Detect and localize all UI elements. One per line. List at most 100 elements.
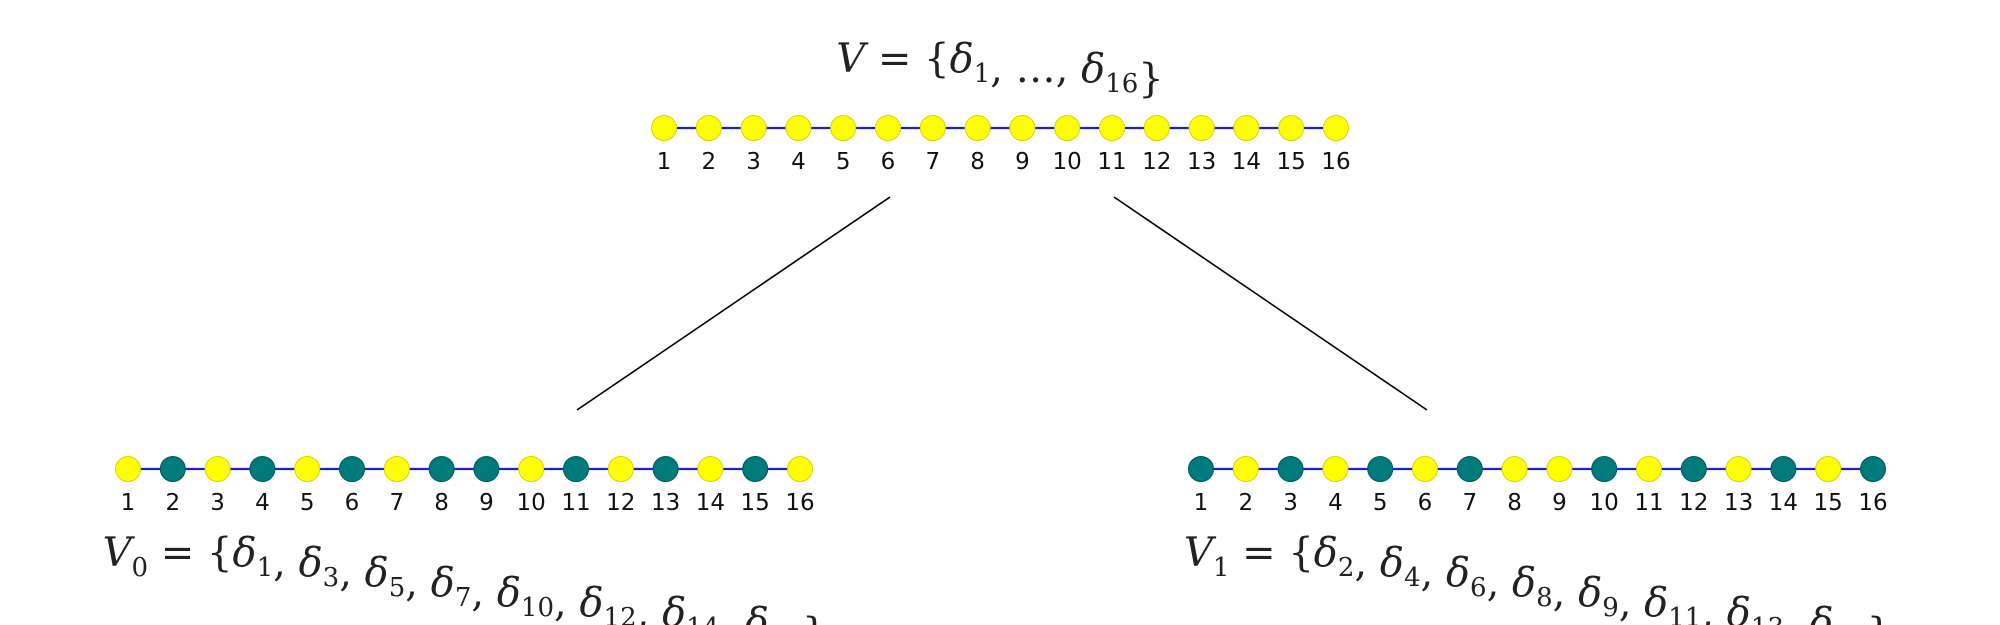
right-node-label-5: 5 (1373, 490, 1388, 516)
left-node-label-16: 16 (785, 490, 814, 516)
right-node-11 (1636, 456, 1662, 482)
root-node-label-11: 11 (1097, 149, 1126, 175)
left-node-14 (697, 456, 724, 482)
root-node-label-16: 16 (1321, 149, 1350, 175)
left-node-8 (428, 456, 455, 482)
root-node-2 (695, 115, 722, 141)
root-node-label-3: 3 (746, 149, 761, 175)
left-node-label-1: 1 (121, 490, 136, 516)
left-node-label-4: 4 (255, 490, 270, 516)
right-node-label-10: 10 (1590, 490, 1619, 516)
left-node-1 (115, 456, 141, 482)
left-node-label-13: 13 (651, 490, 680, 516)
left-node-label-15: 15 (741, 490, 770, 516)
left-node-12 (607, 456, 634, 482)
right-node-9 (1546, 456, 1573, 482)
root-node-label-8: 8 (970, 149, 985, 175)
right-node-14 (1770, 456, 1797, 482)
right-node-label-6: 6 (1418, 490, 1433, 516)
edge-to-left-child (576, 196, 891, 411)
edge-to-right-child (1113, 196, 1428, 411)
tree-edges (576, 196, 1428, 411)
root-node-6 (875, 115, 901, 141)
root-node-15 (1278, 115, 1305, 141)
right-node-4 (1322, 456, 1349, 482)
root-node-label-14: 14 (1232, 149, 1261, 175)
right-node-10 (1591, 456, 1618, 482)
right-node-6 (1412, 456, 1438, 482)
right-node-2 (1232, 456, 1259, 482)
left-node-label-14: 14 (696, 490, 725, 516)
root-node-label-7: 7 (925, 149, 940, 175)
root-node-label-2: 2 (701, 149, 716, 175)
right-node-label-12: 12 (1679, 490, 1708, 516)
left-child-set-formula: V0 = {δ1, δ3, δ5, δ7, δ10, δ12, δ14, δ16… (103, 530, 828, 625)
set-formulas: V = {δ1, …, δ16} V0 = {δ1, δ3, δ5, δ7, δ1… (103, 36, 1892, 625)
root-node-11 (1099, 115, 1125, 141)
right-node-3 (1277, 456, 1304, 482)
left-node-13 (652, 456, 679, 482)
left-node-9 (473, 456, 500, 482)
right-node-16 (1860, 456, 1886, 482)
root-node-label-6: 6 (881, 149, 896, 175)
right-node-label-4: 4 (1328, 490, 1343, 516)
left-node-label-8: 8 (434, 490, 449, 516)
root-node-label-12: 12 (1142, 149, 1171, 175)
left-node-10 (518, 456, 545, 482)
root-node-3 (740, 115, 767, 141)
right-node-7 (1456, 456, 1483, 482)
right-node-12 (1680, 456, 1707, 482)
right-node-13 (1725, 456, 1752, 482)
root-node-16 (1323, 115, 1349, 141)
left-node-label-12: 12 (606, 490, 635, 516)
right-node-label-2: 2 (1238, 490, 1253, 516)
right-node-8 (1501, 456, 1528, 482)
root-node-8 (964, 115, 991, 141)
root-node-7 (919, 115, 946, 141)
left-node-label-3: 3 (210, 490, 225, 516)
root-node-4 (785, 115, 812, 141)
left-node-2 (159, 456, 186, 482)
root-node-9 (1009, 115, 1036, 141)
right-child-set-formula: V1 = {δ2, δ4, δ6, δ8, δ9, δ11, δ13, δ15} (1184, 530, 1892, 625)
left-node-label-10: 10 (517, 490, 546, 516)
left-node-3 (204, 456, 231, 482)
left-node-4 (249, 456, 276, 482)
left-node-label-9: 9 (479, 490, 494, 516)
root-node-10 (1054, 115, 1081, 141)
right-node-label-16: 16 (1858, 490, 1887, 516)
left-node-11 (563, 456, 589, 482)
root-node-12 (1143, 115, 1170, 141)
left-node-label-7: 7 (389, 490, 404, 516)
root-node-label-9: 9 (1015, 149, 1030, 175)
right-node-1 (1188, 456, 1214, 482)
root-set-formula: V = {δ1, …, δ16} (836, 36, 1163, 102)
root-node-label-15: 15 (1277, 149, 1306, 175)
root-node-1 (651, 115, 677, 141)
root-node-label-5: 5 (836, 149, 851, 175)
root-node-label-1: 1 (657, 149, 672, 175)
left-node-15 (742, 456, 769, 482)
left-node-16 (787, 456, 813, 482)
root-node-label-10: 10 (1053, 149, 1082, 175)
right-node-label-13: 13 (1724, 490, 1753, 516)
left-node-5 (294, 456, 321, 482)
root-node-5 (830, 115, 857, 141)
right-node-label-7: 7 (1462, 490, 1477, 516)
left-node-label-2: 2 (165, 490, 180, 516)
left-node-label-11: 11 (561, 490, 590, 516)
root-node-label-13: 13 (1187, 149, 1216, 175)
left-node-label-6: 6 (345, 490, 360, 516)
right-node-label-15: 15 (1814, 490, 1843, 516)
root-node-label-4: 4 (791, 149, 806, 175)
left-node-label-5: 5 (300, 490, 315, 516)
right-node-label-3: 3 (1283, 490, 1298, 516)
right-node-label-1: 1 (1194, 490, 1209, 516)
root-node-14 (1233, 115, 1260, 141)
right-node-label-9: 9 (1552, 490, 1567, 516)
right-node-label-14: 14 (1769, 490, 1798, 516)
